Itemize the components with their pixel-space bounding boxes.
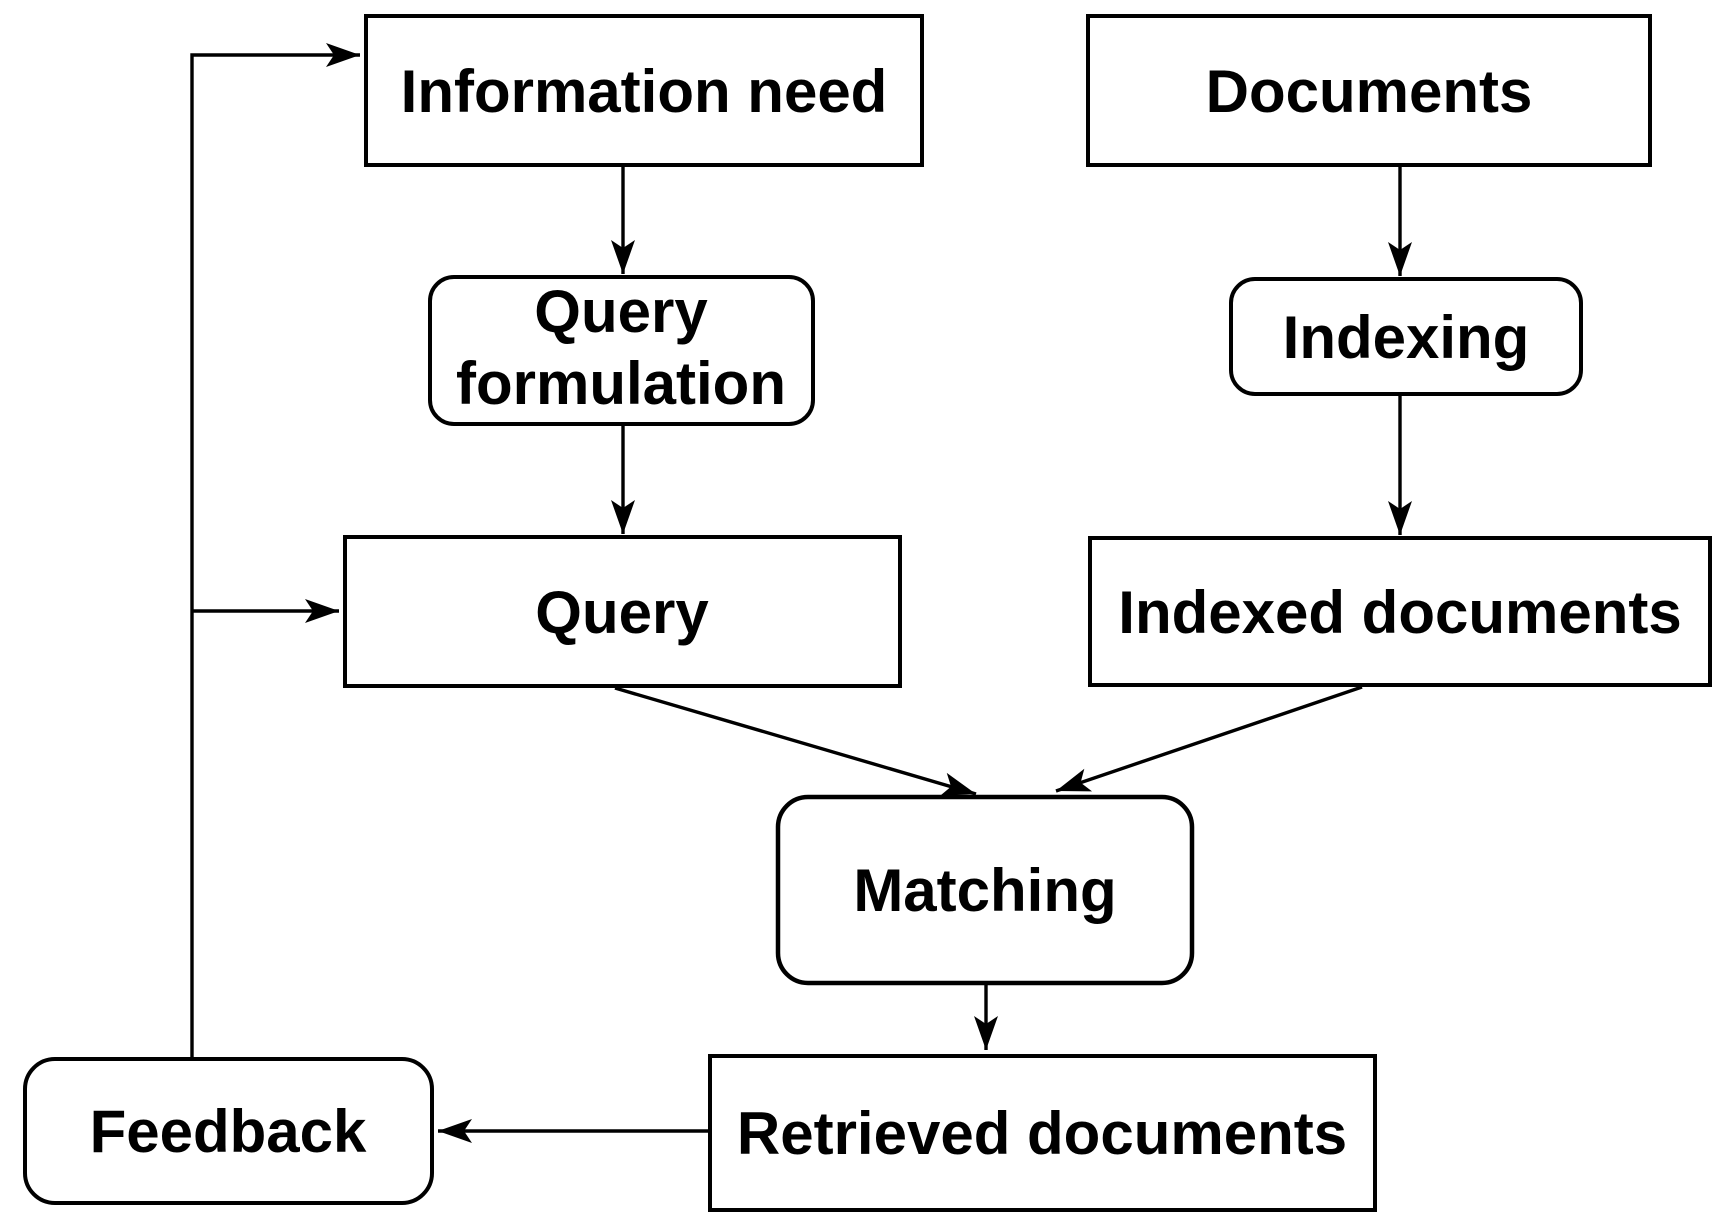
node-query-formulation: Query formulation	[428, 275, 815, 426]
node-query: Query	[343, 535, 902, 688]
edge-indexed-documents-to-matching-arrow	[1055, 685, 1363, 793]
edge-feedback-to-information-need-arrow	[190, 43, 360, 1057]
indexing-label: Indexing	[1283, 304, 1530, 371]
node-matching: Matching	[775, 794, 1195, 986]
documents-box	[1086, 14, 1652, 167]
indexed-documents-box	[1088, 536, 1712, 687]
node-feedback: Feedback	[23, 1057, 434, 1205]
matching-box	[775, 794, 1195, 986]
node-information-need: Information need	[364, 14, 924, 167]
information-need-box	[364, 14, 924, 167]
edge-query-to-matching-arrow	[614, 686, 977, 796]
node-indexed-documents: Indexed documents	[1088, 536, 1712, 687]
retrieved-documents-label: Retrieved documents	[737, 1100, 1347, 1167]
feedback-box	[23, 1057, 434, 1205]
information-need-label: Information need	[401, 58, 888, 125]
node-documents: Documents	[1086, 14, 1652, 167]
query-label: Query	[535, 579, 709, 646]
node-indexing: Indexing	[1229, 277, 1583, 396]
node-retrieved-documents: Retrieved documents	[708, 1054, 1377, 1212]
query-formulation-label-line2: formulation	[456, 350, 786, 417]
indexed-documents-label: Indexed documents	[1118, 579, 1681, 646]
retrieved-documents-box	[708, 1054, 1377, 1212]
query-formulation-label-line1: Query	[534, 278, 708, 345]
indexing-box	[1229, 277, 1583, 396]
documents-label: Documents	[1206, 58, 1533, 125]
query-box	[343, 535, 902, 688]
feedback-label: Feedback	[90, 1098, 367, 1165]
matching-label: Matching	[853, 857, 1116, 924]
query-formulation-box	[428, 275, 815, 426]
